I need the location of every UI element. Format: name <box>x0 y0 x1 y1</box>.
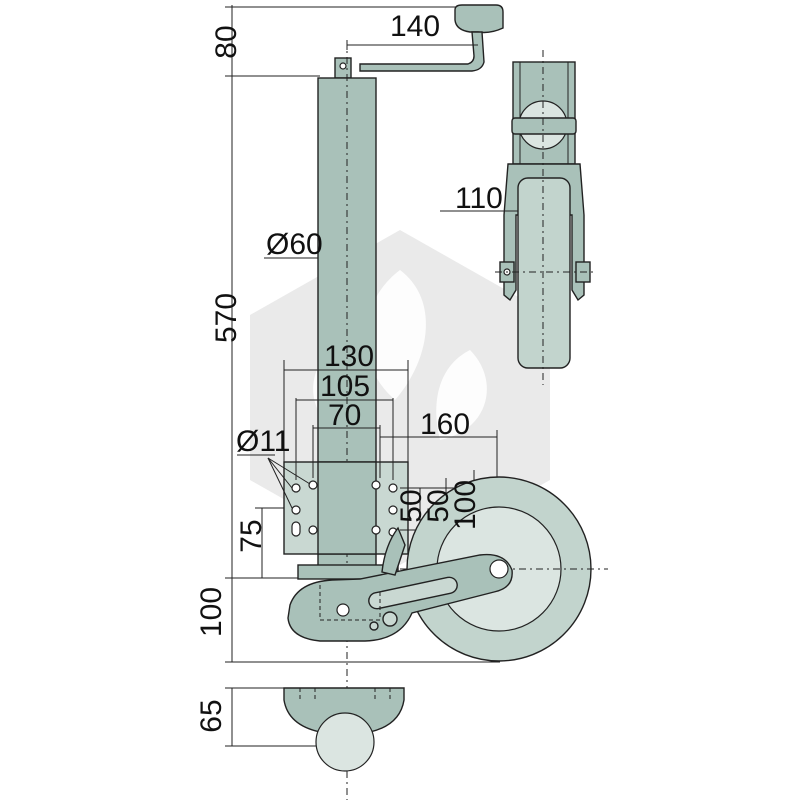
dim-hole-diameter: Ø11 <box>236 425 290 458</box>
dim-foot-height: 100 <box>195 587 228 637</box>
dim-hole-spacing-b: 50 <box>422 489 455 522</box>
dim-plate-width-outer: 130 <box>324 340 374 373</box>
swing-arm <box>287 526 513 642</box>
mounting-plate <box>237 360 498 580</box>
dimension-labels: 140 80 570 Ø60 110 130 105 70 160 Ø11 50… <box>195 10 503 733</box>
dim-tube-diameter: Ø60 <box>266 228 323 261</box>
dim-plate-height: 75 <box>235 519 268 552</box>
dim-clamp-height: 65 <box>195 699 228 732</box>
front-view <box>440 50 596 385</box>
dim-tube-length: 570 <box>210 293 243 343</box>
dim-hole-spacing-c: 100 <box>449 480 482 530</box>
dim-wheel-offset: 160 <box>420 408 470 441</box>
dim-plate-width-mid: 105 <box>320 370 370 403</box>
dim-hole-spacing-a: 50 <box>395 489 428 522</box>
dim-wheel-width: 110 <box>455 182 503 215</box>
clamp-view <box>283 687 405 772</box>
dim-crank-reach: 140 <box>390 10 440 43</box>
dim-plate-width-inner: 70 <box>328 399 361 432</box>
dim-crank-height: 80 <box>210 25 243 58</box>
